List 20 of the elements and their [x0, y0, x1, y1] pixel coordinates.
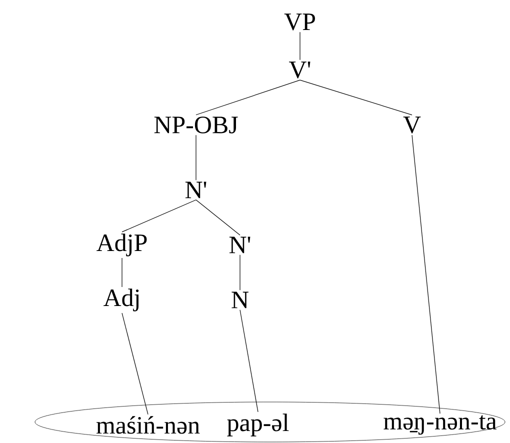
- tree-label: VP: [284, 14, 315, 30]
- word-label: mə̱ŋ-nən-ta: [384, 415, 497, 435]
- tree-label: AdjP: [96, 234, 147, 256]
- tree-branch: [122, 200, 196, 232]
- tree-branch: [122, 312, 148, 415]
- word-label: pap-əl: [227, 414, 289, 436]
- tree-label: N: [232, 292, 248, 308]
- tree-label: V: [403, 116, 421, 134]
- tree-branch: [240, 310, 258, 412]
- enclosing-ellipse: [34, 402, 506, 442]
- tree-label: V': [289, 62, 310, 78]
- word-label: maśiń-nən: [96, 416, 200, 434]
- tree-branch: [412, 134, 440, 414]
- tree-branch: [300, 80, 412, 116]
- tree-label: NP-OBJ: [154, 116, 238, 134]
- tree-branch: [196, 80, 300, 116]
- tree-label: N': [229, 236, 250, 254]
- tree-branch: [196, 200, 240, 236]
- tree-label: N': [185, 182, 206, 198]
- tree-label: Adj: [104, 288, 139, 312]
